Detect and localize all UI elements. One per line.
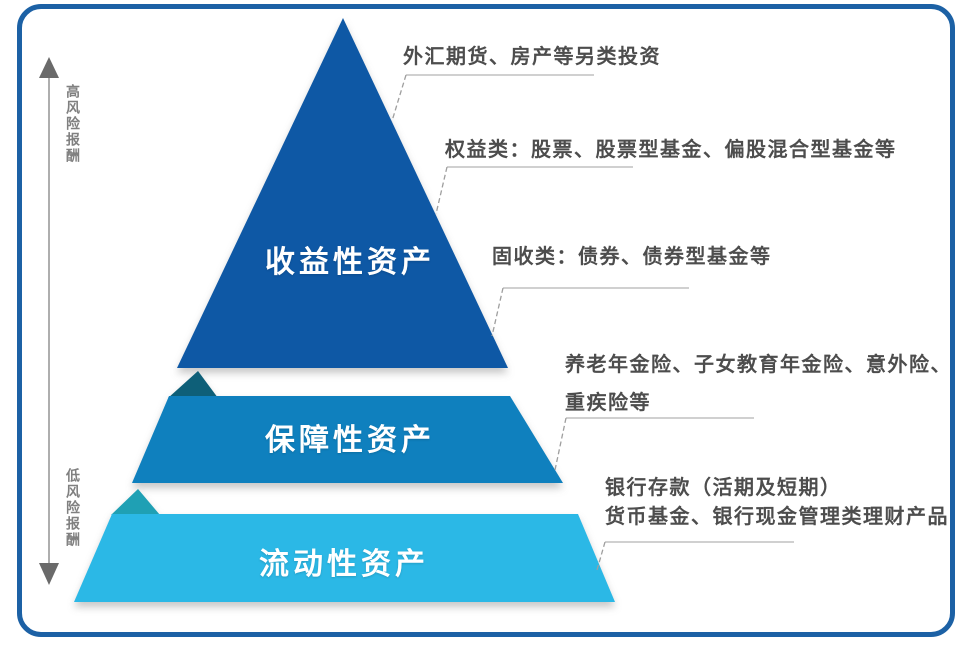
callout-2-leader <box>435 166 448 215</box>
tier-top-triangle <box>177 18 508 368</box>
callout-line: 银行存款（活期及短期） <box>605 475 842 499</box>
callout-equity-assets: 权益类：股票、股票型基金、偏股混合型基金等 <box>445 137 897 161</box>
callout-line: 养老年金险、子女教育年金险、意外险、 <box>565 352 952 376</box>
tier-bottom <box>74 489 615 602</box>
callout-5-leader <box>596 541 606 571</box>
tier-middle <box>132 371 563 483</box>
tier-bottom-label: 流动性资产 <box>259 547 429 582</box>
tier-top-label: 收益性资产 <box>265 245 435 280</box>
high-risk-reward-label: 高风险报酬 <box>64 84 80 164</box>
risk-axis-up-arrow-icon <box>39 57 59 78</box>
callout-leader-lines <box>391 74 794 571</box>
tier-bottom-band <box>74 514 615 602</box>
callout-line: 权益类：股票、股票型基金、偏股混合型基金等 <box>445 137 897 161</box>
tier-middle-label: 保障性资产 <box>265 423 435 458</box>
tier-top <box>177 18 508 368</box>
callout-fixed-income-assets: 固收类：债券、债券型基金等 <box>492 244 772 268</box>
risk-axis-down-arrow-icon <box>39 563 59 585</box>
callout-line: 重疾险等 <box>565 390 651 414</box>
tier-bottom-fold <box>111 489 160 515</box>
callout-alternative-investments: 外汇期货、房产等另类投资 <box>403 44 661 68</box>
tier-middle-fold <box>168 371 218 398</box>
callout-3-leader <box>491 287 504 337</box>
tier-middle-band <box>132 396 563 483</box>
callout-liquid-assets: 银行存款（活期及短期） 货币基金、银行现金管理类理财产品 <box>605 473 949 531</box>
callout-1-leader <box>391 74 407 122</box>
callout-line: 外汇期货、房产等另类投资 <box>403 44 661 68</box>
callout-line: 货币基金、银行现金管理类理财产品 <box>605 504 949 528</box>
risk-axis <box>39 57 59 585</box>
low-risk-reward-label: 低风险报酬 <box>64 468 80 548</box>
callout-line: 固收类：债券、债券型基金等 <box>492 244 772 268</box>
callout-insurance-assets: 养老年金险、子女教育年金险、意外险、 重疾险等 <box>565 345 952 421</box>
callout-4-leader <box>554 417 567 471</box>
